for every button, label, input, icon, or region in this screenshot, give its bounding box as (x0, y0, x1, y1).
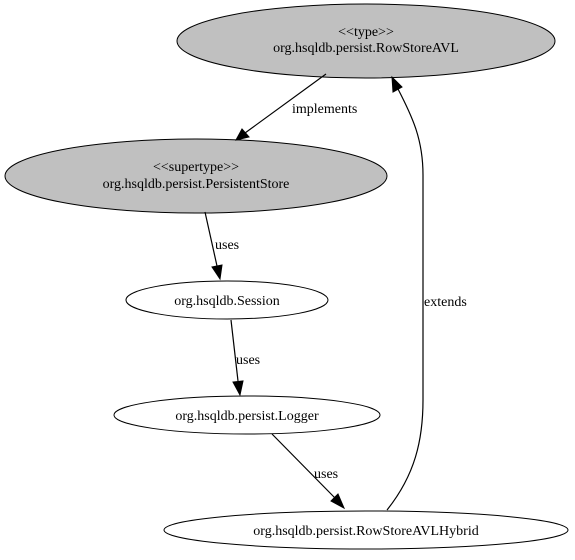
node-rowstoreavl-label: org.hsqldb.persist.RowStoreAVL (273, 41, 459, 56)
edge-uses-logger-hybrid: uses (271, 433, 346, 510)
edge-uses-session-logger-line (230, 319, 239, 382)
node-logger-label: org.hsqldb.persist.Logger (175, 409, 319, 424)
node-session-shape (125, 280, 329, 320)
node-rowstoreavl-stereotype: <<type>> (338, 25, 394, 40)
node-persistentstore-shape (4, 138, 388, 214)
edge-extends-line (386, 88, 424, 511)
edge-implements-line (244, 73, 327, 134)
node-rowstoreavl-shape (176, 3, 556, 79)
edge-uses-store-session: uses (204, 211, 239, 281)
node-persistentstore[interactable]: <<supertype>> org.hsqldb.persist.Persist… (4, 138, 388, 214)
node-session-label: org.hsqldb.Session (174, 294, 280, 309)
node-rowstoreavlhybrid-shape (163, 510, 569, 550)
edge-uses-logger-hybrid-line (271, 433, 336, 499)
edge-uses-logger-hybrid-arrowhead (330, 493, 346, 510)
node-logger[interactable]: org.hsqldb.persist.Logger (113, 395, 381, 435)
edge-uses-session-logger-label: uses (236, 353, 260, 368)
edge-implements: implements (235, 73, 357, 141)
edge-uses-store-session-label: uses (215, 238, 239, 253)
edge-uses-store-session-line (204, 211, 218, 267)
edge-uses-logger-hybrid-label: uses (314, 467, 338, 482)
edge-implements-label: implements (292, 102, 357, 117)
edge-extends-label: extends (424, 295, 467, 310)
node-persistentstore-label: org.hsqldb.persist.PersistentStore (103, 177, 290, 192)
node-rowstoreavlhybrid-label: org.hsqldb.persist.RowStoreAVLHybrid (253, 524, 478, 539)
edge-uses-session-logger: uses (230, 319, 260, 397)
node-session[interactable]: org.hsqldb.Session (125, 280, 329, 320)
node-rowstoreavlhybrid[interactable]: org.hsqldb.persist.RowStoreAVLHybrid (163, 510, 569, 550)
edge-extends-arrowhead (391, 75, 403, 93)
edge-uses-store-session-arrowhead (211, 264, 223, 281)
edge-implements-arrowhead (235, 128, 250, 141)
node-rowstoreavl[interactable]: <<type>> org.hsqldb.persist.RowStoreAVL (176, 3, 556, 79)
node-persistentstore-stereotype: <<supertype>> (153, 160, 239, 175)
edge-uses-session-logger-arrowhead (232, 380, 244, 397)
edge-extends: extends (386, 75, 467, 511)
node-logger-shape (113, 395, 381, 435)
